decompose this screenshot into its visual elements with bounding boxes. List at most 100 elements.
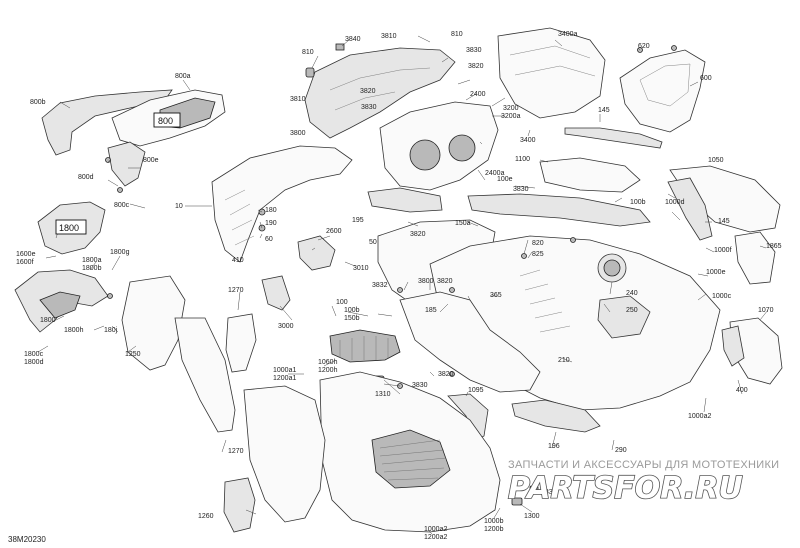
part-label: 195 (352, 217, 364, 224)
part-label: 1800 (40, 317, 56, 324)
fastener (570, 237, 576, 243)
fastener (107, 293, 113, 299)
part-label: 150b (344, 315, 360, 322)
part-label: 600 (700, 75, 712, 82)
part-label: 3200 (503, 105, 519, 112)
part-label: 1270 (228, 287, 244, 294)
fastener (521, 253, 527, 259)
part-1260-panel (223, 477, 256, 533)
part-label: 3800 (290, 130, 306, 137)
part-label: 3800 (418, 278, 434, 285)
part-label: 3820 (438, 371, 454, 378)
svg-text:1800: 1800 (59, 223, 79, 233)
part-3000-bracket (261, 275, 291, 311)
part-label: 3200a (501, 113, 521, 120)
part-240-filler-cap (603, 259, 621, 277)
part-label: 2600 (326, 228, 342, 235)
part-label: 1800g (110, 249, 130, 256)
watermark-tagline: ЗАПЧАСТИ И АКСЕССУАРЫ ДЛЯ МОТОТЕХНИКИ (508, 459, 779, 471)
part-1095-strip (447, 393, 489, 441)
part-label: 800a (175, 73, 191, 80)
part-label: 1600f (16, 259, 34, 266)
part-label: 290 (615, 447, 627, 454)
part-600-cluster (619, 49, 706, 133)
fastener (671, 45, 677, 51)
part-label: 1000d (665, 199, 685, 206)
part-label: 190 (265, 220, 277, 227)
part-label: 1270 (228, 448, 244, 455)
part-label: 240 (626, 290, 638, 297)
part-label: 820 (532, 240, 544, 247)
part-label: 196 (548, 443, 560, 450)
part-label: 1000f (714, 247, 732, 254)
part-label: 210 (558, 357, 570, 364)
part-3840-clip (335, 43, 345, 51)
part-label: 1000b (484, 518, 504, 525)
part-1270-tall-side (174, 317, 236, 433)
part-810-clip (305, 67, 315, 78)
part-label: 10 (175, 203, 183, 210)
part-10-fairing (211, 145, 353, 263)
part-label: 1200a2 (424, 534, 447, 541)
part-label: 1000c (712, 293, 732, 300)
part-label: 1095 (468, 387, 484, 394)
part-main-body-panel (597, 295, 651, 339)
part-label: 2400a (485, 170, 505, 177)
part-label: 1300 (524, 513, 540, 520)
part-label: 100 (336, 299, 348, 306)
watermark-logo: PARTSFOR.RU (508, 471, 743, 506)
part-2400a-gauge-right (448, 134, 476, 162)
part-label: 3400a (558, 31, 578, 38)
part-3810-inner (329, 67, 431, 111)
part-196-strip (367, 187, 443, 213)
part-800-mount (107, 141, 146, 187)
part-label: 1800c (24, 351, 44, 358)
part-label: 800b (30, 99, 46, 106)
part-label: 825 (532, 251, 544, 258)
part-1000a2-vents (371, 429, 451, 489)
part-label: 1050 (708, 157, 724, 164)
part-label: 1800h (64, 327, 84, 334)
part-label: 3820 (360, 88, 376, 95)
part-1800c-guard (39, 291, 81, 319)
part-label: 400 (736, 387, 748, 394)
part-3400-storage-box (497, 27, 606, 119)
part-label: 100e (497, 176, 513, 183)
part-label: 3840 (345, 36, 361, 43)
part-label: 180 (265, 207, 277, 214)
part-3400-inner (509, 45, 596, 77)
part-label: 1200h (318, 367, 338, 374)
part-1060h-mesh-lines (339, 336, 389, 360)
tag-800: 800 (153, 112, 181, 128)
part-1000a2-vent-lines (379, 439, 447, 481)
part-label: 1100 (515, 156, 530, 163)
tag-1800: 1800 (55, 219, 87, 235)
part-label: 1800b (82, 265, 102, 272)
svg-text:800: 800 (158, 116, 173, 126)
part-label: 3832 (372, 282, 388, 289)
part-label: 1000a1 (273, 367, 296, 374)
part-2600-bracket (297, 235, 336, 271)
part-1100-tail (539, 157, 641, 193)
part-label: 1260 (198, 513, 214, 520)
part-label: 3830 (541, 489, 557, 496)
part-label: 60 (265, 236, 273, 243)
part-label: 1000a2 (424, 526, 447, 533)
part-label: 365 (490, 292, 502, 299)
part-label: 800d (78, 174, 94, 181)
part-label: 150a (455, 220, 471, 227)
part-label: 3830 (361, 104, 377, 111)
part-label: 3000 (278, 323, 294, 330)
part-label: 100b (630, 199, 646, 206)
part-label: 3830 (513, 186, 529, 193)
part-3810-upper-frame (304, 47, 456, 139)
part-1250-side-panel (121, 275, 186, 371)
fastener (105, 157, 111, 163)
fastener (117, 187, 123, 193)
part-label: 50 (369, 239, 377, 246)
leader-lines (37, 35, 769, 535)
part-1865-panel (734, 231, 776, 285)
part-1060h-mesh (329, 329, 401, 363)
part-label: 3820 (410, 231, 426, 238)
part-label: 620 (638, 43, 650, 50)
